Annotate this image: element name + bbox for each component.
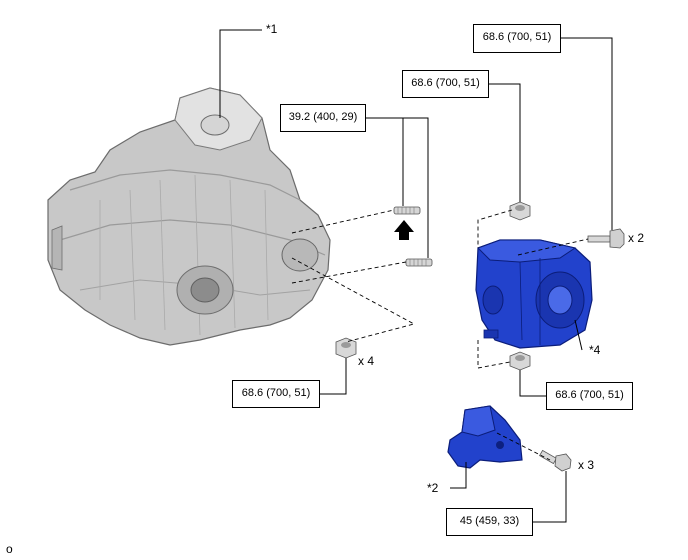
bolt-bracket: [539, 449, 572, 472]
quantity-bolt-bracket: x 3: [578, 458, 595, 472]
part-label-p4: *4: [589, 343, 601, 357]
quantity-bolt-top: x 2: [628, 231, 645, 245]
transmission-housing: [47, 87, 331, 346]
leader-line-bolt-bracket: [533, 471, 567, 523]
leader-line-bolt-top: [561, 37, 613, 230]
engine-mount-assembly: [475, 239, 593, 349]
install-direction-arrow-icon: [394, 220, 414, 240]
torque-box-bolt-top: 68.6 (700, 51): [473, 24, 561, 53]
part-label-p2: *2: [427, 481, 439, 495]
torque-box-bolt-bracket: 45 (459, 33): [446, 508, 533, 536]
stud-lower: [405, 258, 433, 267]
leader-line-nut-top-mid: [489, 83, 521, 202]
torque-box-nut-left: 68.6 (700, 51): [232, 380, 320, 408]
nut-lower-right: [509, 351, 531, 371]
mount-bracket: [447, 405, 523, 469]
leader-line-nut-left: [320, 358, 347, 395]
leader-line-p4: [574, 319, 583, 351]
leader-line-nut-lower-right: [519, 370, 546, 397]
torque-box-nut-top-mid: 68.6 (700, 51): [402, 70, 489, 98]
part-label-p1: *1: [266, 22, 278, 36]
leader-line-stud-upper: [366, 117, 404, 206]
figure-code: o: [6, 542, 13, 556]
torque-box-nut-lower-right: 68.6 (700, 51): [546, 382, 633, 410]
leader-line-p1: [219, 29, 262, 118]
nut-top-mid: [509, 201, 531, 221]
stud-upper: [393, 206, 421, 215]
leader-line-p2: [450, 462, 467, 489]
leader-line-stud-lower: [403, 117, 429, 258]
bolt-top: [587, 228, 625, 249]
assembly-guide-lines: [291, 209, 589, 461]
torque-box-stud: 39.2 (400, 29): [280, 104, 366, 132]
nut-left: [335, 337, 357, 359]
quantity-nut-left: x 4: [358, 354, 375, 368]
